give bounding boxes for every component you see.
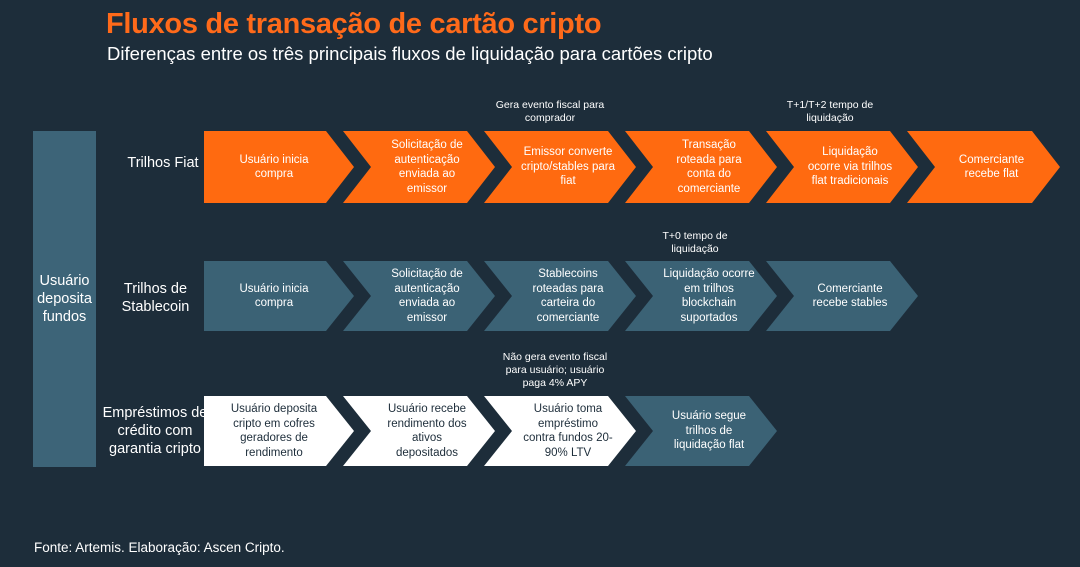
loan-step-3: Usuário toma empréstimo contra fundos 20… bbox=[484, 396, 636, 466]
loan-step-4: Usuário segue trilhos de liquidação flat bbox=[625, 396, 777, 466]
stable-step-2-text: Solicitação de autenticação enviada ao e… bbox=[391, 268, 463, 324]
fiat-note-tax-event: Gera evento fiscal para comprador bbox=[495, 99, 605, 124]
loan-step-1: Usuário deposita cripto em cofres gerado… bbox=[204, 396, 354, 466]
stable-step-3-text: Stablecoins roteadas para carteira do co… bbox=[532, 268, 604, 324]
stable-step-1: Usuário inicia compra bbox=[204, 261, 354, 331]
fiat-step-6: Comerciante recebe flat bbox=[907, 131, 1060, 203]
fiat-note-settlement-time: T+1/T+2 tempo de liquidação bbox=[786, 99, 874, 124]
loan-note-tax-event: Não gera evento fiscal para usuário; usu… bbox=[502, 351, 608, 389]
loan-step-4-text: Usuário segue trilhos de liquidação flat bbox=[671, 410, 747, 452]
loan-step-3-text: Usuário toma empréstimo contra fundos 20… bbox=[523, 403, 613, 459]
fiat-step-4: Transação roteada para conta do comercia… bbox=[625, 131, 777, 203]
fiat-step-6-text: Comerciante recebe flat bbox=[958, 153, 1025, 180]
fiat-step-1: Usuário inicia compra bbox=[204, 131, 354, 203]
fiat-step-5-text: Liquidação ocorre via trilhos flat tradi… bbox=[807, 146, 893, 188]
row-label-stablecoin: Trilhos de Stablecoin bbox=[121, 281, 190, 315]
deposit-funds-bar: Usuário deposita fundos bbox=[33, 131, 96, 467]
fiat-step-2: Solicitação de autenticação enviada ao e… bbox=[343, 131, 495, 203]
stable-step-3: Stablecoins roteadas para carteira do co… bbox=[484, 261, 636, 331]
deposit-funds-label: Usuário deposita fundos bbox=[37, 273, 92, 325]
loan-step-2: Usuário recebe rendimento dos ativos dep… bbox=[343, 396, 495, 466]
stable-step-2: Solicitação de autenticação enviada ao e… bbox=[343, 261, 495, 331]
fiat-step-4-text: Transação roteada para conta do comercia… bbox=[676, 139, 742, 195]
page-title: Fluxos de transação de cartão cripto bbox=[106, 8, 602, 40]
fiat-step-3: Emissor converte cripto/stables para fia… bbox=[484, 131, 636, 203]
fiat-step-3-text: Emissor converte cripto/stables para fia… bbox=[521, 146, 615, 188]
loan-step-2-text: Usuário recebe rendimento dos ativos dep… bbox=[387, 403, 467, 459]
page-subtitle: Diferenças entre os três principais flux… bbox=[107, 43, 713, 64]
fiat-step-1-text: Usuário inicia compra bbox=[239, 153, 309, 180]
fiat-step-2-text: Solicitação de autenticação enviada ao e… bbox=[391, 139, 463, 195]
stable-step-4-text: Liquidação ocorre em trilhos blockchain … bbox=[663, 268, 755, 324]
stable-note-settlement-time: T+0 tempo de liquidação bbox=[662, 230, 728, 255]
fiat-step-5: Liquidação ocorre via trilhos flat tradi… bbox=[766, 131, 918, 203]
row-label-crypto-loans: Empréstimos de crédito com garantia crip… bbox=[102, 405, 208, 457]
stable-step-1-text: Usuário inicia compra bbox=[239, 282, 309, 309]
source-credit: Fonte: Artemis. Elaboração: Ascen Cripto… bbox=[34, 540, 285, 555]
loan-step-1-text: Usuário deposita cripto em cofres gerado… bbox=[230, 403, 318, 459]
row-label-fiat: Trilhos Fiat bbox=[127, 155, 199, 171]
stable-step-4: Liquidação ocorre em trilhos blockchain … bbox=[625, 261, 777, 331]
stable-step-5: Comerciante recebe stables bbox=[766, 261, 918, 331]
stable-step-5-text: Comerciante recebe stables bbox=[812, 282, 888, 309]
